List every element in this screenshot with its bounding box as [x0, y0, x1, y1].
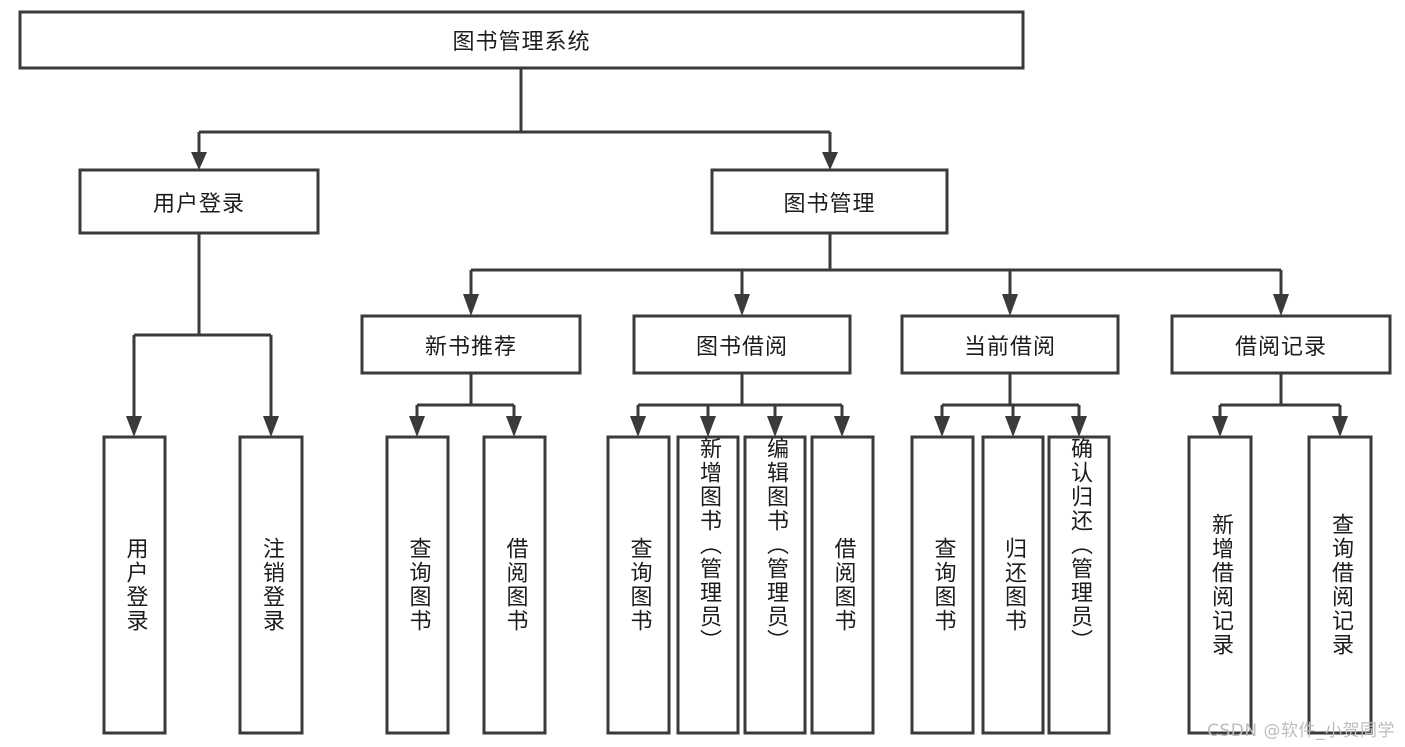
node-new-book-recommend-box[interactable] [360, 314, 582, 375]
leaf-box-query-book-3[interactable] [910, 435, 975, 735]
leaf-box-add-book-admin[interactable] [676, 435, 740, 735]
connectors-layer [126, 68, 1348, 437]
leaf-box-logout[interactable] [238, 435, 304, 735]
node-user-login-box[interactable] [78, 168, 320, 235]
leaf-box-query-book-1[interactable] [385, 435, 450, 735]
leaf-box-add-borrow-record[interactable] [1187, 435, 1253, 735]
arrow-level3-new-books [463, 294, 479, 316]
node-borrow-record-box[interactable] [1170, 314, 1392, 375]
arrow-current-borrow-leaf-3 [1071, 416, 1087, 437]
node-book-borrow-box[interactable] [632, 314, 852, 375]
node-current-borrow-box[interactable] [900, 314, 1120, 375]
arrow-new-books-leaf-2 [506, 416, 522, 437]
nodes-layer [18, 10, 1392, 735]
node-root-box[interactable] [18, 10, 1025, 70]
arrow-root-to-user-login [191, 152, 207, 170]
arrow-current-borrow-leaf-2 [1005, 416, 1021, 437]
arrow-level3-current-borrow [1002, 294, 1018, 316]
arrow-user-login-leaf-2 [263, 416, 279, 437]
arrow-level3-book-borrow [734, 294, 750, 316]
leaf-box-edit-book-admin[interactable] [743, 435, 807, 735]
arrow-user-login-leaf-1 [126, 416, 142, 437]
leaf-box-borrow-book-1[interactable] [482, 435, 547, 735]
arrow-book-borrow-leaf-2 [700, 416, 716, 437]
arrow-book-borrow-leaf-4 [834, 416, 850, 437]
leaf-box-return-book[interactable] [981, 435, 1045, 735]
arrow-root-to-book-mgmt [822, 152, 838, 170]
leaf-box-confirm-return-admin[interactable] [1047, 435, 1111, 735]
arrow-book-borrow-leaf-1 [630, 416, 646, 437]
arrow-borrow-record-leaf-1 [1212, 416, 1228, 437]
arrow-level3-borrow-record [1273, 294, 1289, 316]
arrow-book-borrow-leaf-3 [767, 416, 783, 437]
arrow-borrow-record-leaf-2 [1332, 416, 1348, 437]
node-book-management-box[interactable] [710, 168, 949, 235]
csdn-watermark: CSDN @软件_小贺同学 [1207, 721, 1395, 741]
leaf-box-query-book-2[interactable] [606, 435, 671, 735]
leaf-box-user-login[interactable] [102, 435, 167, 735]
leaf-box-query-borrow-record[interactable] [1307, 435, 1373, 735]
arrow-current-borrow-leaf-1 [934, 416, 950, 437]
arrow-new-books-leaf-1 [409, 416, 425, 437]
leaf-box-borrow-book-2[interactable] [810, 435, 875, 735]
